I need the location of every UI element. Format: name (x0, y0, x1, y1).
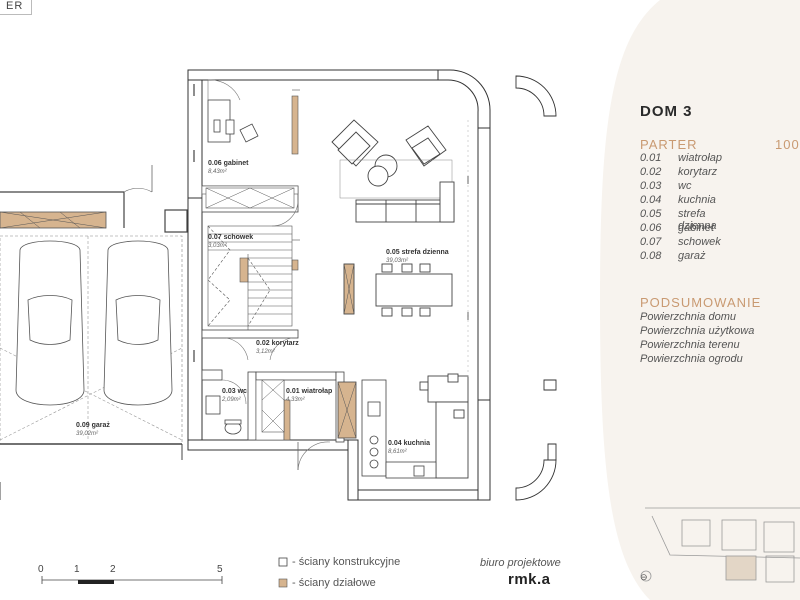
wc-fixtures (205, 379, 247, 435)
legend-structural-swatch (278, 557, 288, 567)
side-panel-background (600, 0, 800, 600)
site-plan-thumbnail (640, 507, 800, 583)
gabinet-furniture (207, 79, 259, 143)
compass-mark: ⊖ (640, 572, 648, 582)
legend-partition-swatch (278, 578, 288, 588)
window-marks (193, 84, 469, 380)
garage-room (0, 165, 188, 500)
structural-walls (187, 69, 491, 501)
kitchen-counters (337, 379, 437, 479)
staircase (207, 225, 293, 330)
exterior-curves (515, 75, 557, 501)
partition-walls (201, 95, 299, 441)
scale-bar (41, 576, 223, 584)
door-swings (225, 199, 331, 471)
living-furniture (331, 119, 469, 479)
